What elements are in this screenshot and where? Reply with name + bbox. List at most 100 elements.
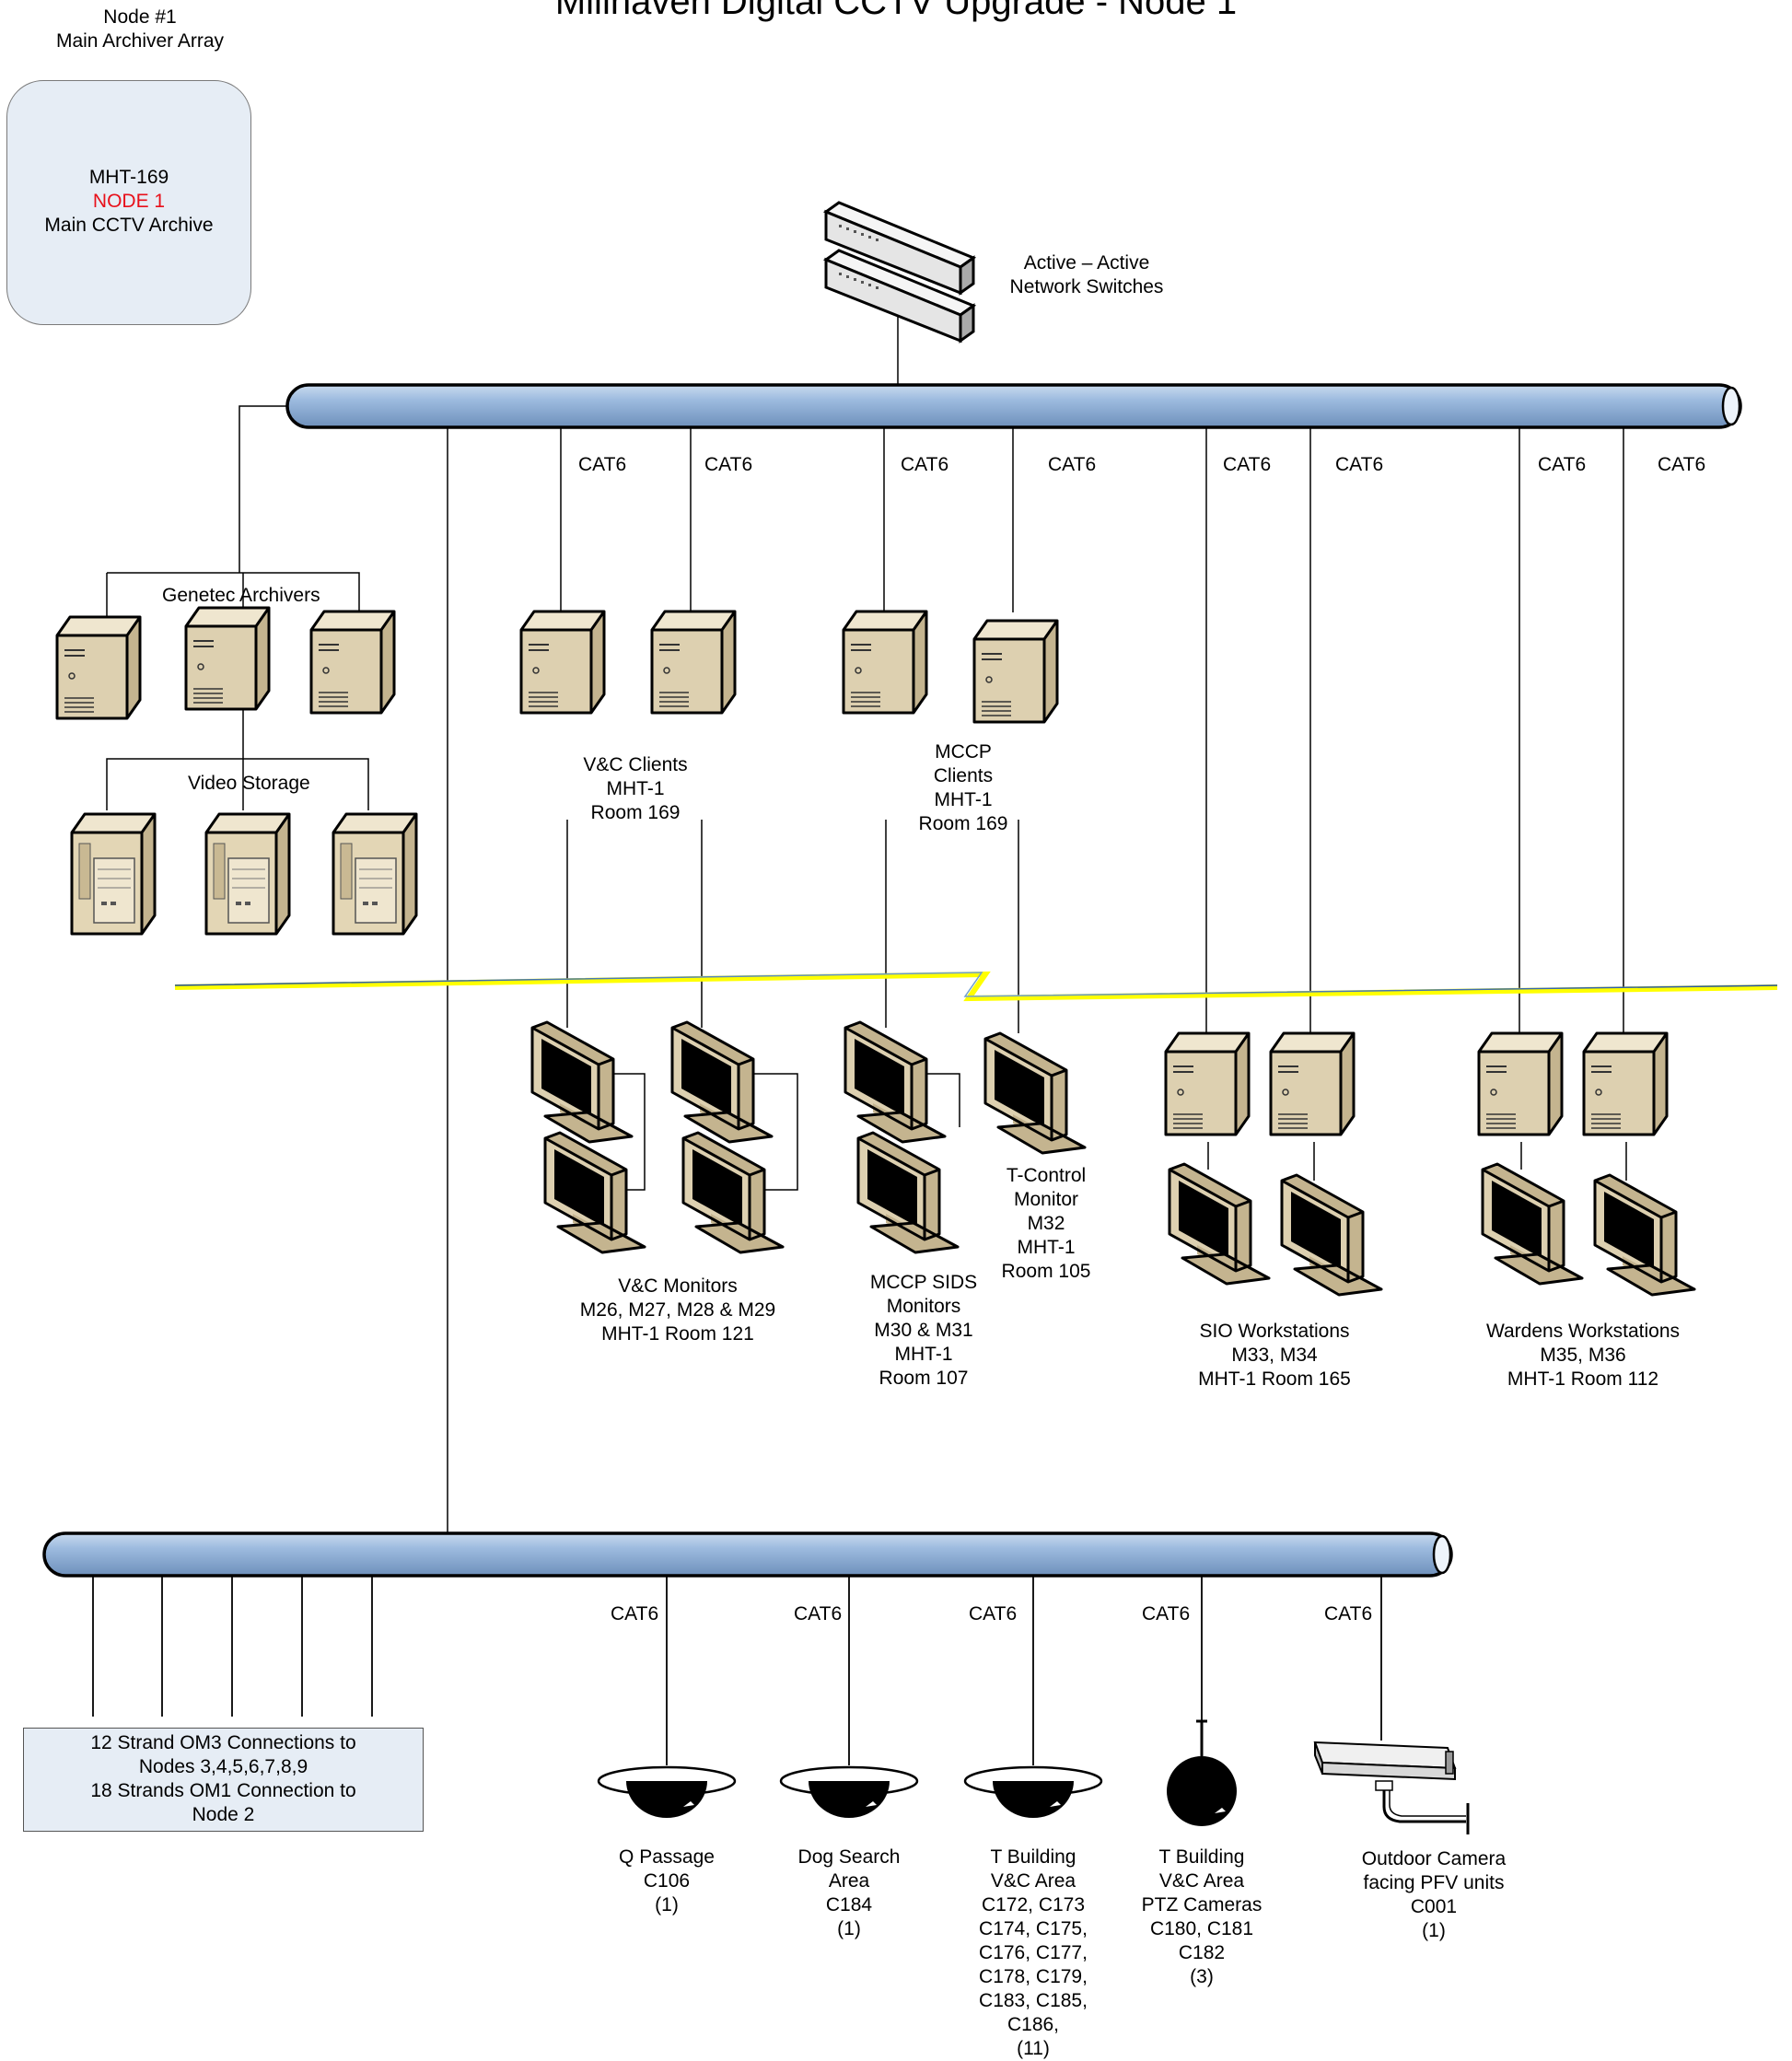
tcontrol-line: MHT-1 [1017, 1237, 1076, 1258]
cat6-label: CAT6 [578, 454, 627, 475]
cat6-connections-top [106, 405, 1627, 1532]
network-switches-icon [822, 201, 977, 344]
mccp-sids-line: M30 & M31 [874, 1320, 973, 1341]
tcontrol-line: Monitor [1013, 1189, 1079, 1210]
camera-label-line: Dog Search [797, 1846, 901, 1868]
dome-camera-icon [597, 1765, 737, 1820]
camera-label-line: C174, C175, [979, 1918, 1088, 1939]
vc-monitors-line: MHT-1 Room 121 [601, 1323, 754, 1345]
sio-monitor-icon [1168, 1162, 1271, 1286]
archivers-label: Genetec Archivers [162, 585, 320, 606]
dome-camera-icon [963, 1765, 1103, 1820]
camera-label-line: T Building [990, 1846, 1076, 1868]
camera-label-line: C184 [825, 1894, 873, 1915]
mccp-sids-monitor-icon [856, 1131, 960, 1254]
tcontrol-monitor-icon [983, 1031, 1087, 1155]
camera-label-line: (11) [1017, 2038, 1050, 2059]
vc-monitors-line: V&C Monitors [618, 1275, 738, 1297]
tcontrol-label: T-Control Monitor M32 MHT-1 Room 105 [982, 1164, 1111, 1284]
wardens-monitor-icon [1481, 1162, 1584, 1286]
sio-line: M33, M34 [1231, 1345, 1318, 1366]
mccp-clients-line: Room 169 [918, 813, 1008, 834]
mccp-sids-line: Monitors [886, 1296, 961, 1317]
vc-monitor-icon [530, 1020, 634, 1144]
cat6-label: CAT6 [704, 454, 753, 475]
fibre-line: 12 Strand OM3 Connections to [90, 1732, 356, 1753]
sio-monitor-icon [1280, 1173, 1383, 1297]
mccp-sids-line: MHT-1 [894, 1344, 953, 1365]
camera-label-line: C176, C177, [979, 1942, 1088, 1963]
camera-label-line: Area [828, 1870, 870, 1892]
dome-camera-icon [779, 1765, 919, 1820]
fibre-line: Node 2 [192, 1804, 255, 1825]
mccp-client-pc-icon [842, 610, 928, 715]
mccp-sids-line: Room 107 [879, 1368, 969, 1389]
vc-clients-line: MHT-1 [606, 778, 665, 799]
cat6-label: CAT6 [1658, 454, 1706, 475]
node-box-line: NODE 1 [92, 191, 166, 212]
vc-monitors-line: M26, M27, M28 & M29 [579, 1299, 776, 1321]
camera-label-line: C180, C181 [1149, 1918, 1254, 1939]
wardens-label: Wardens Workstations M35, M36 MHT-1 Room… [1459, 1320, 1707, 1391]
cat6-label: CAT6 [1335, 454, 1384, 475]
vc-clients-line: V&C Clients [583, 754, 688, 775]
vc-clients-label: V&C Clients MHT-1 Room 169 [543, 753, 727, 825]
camera-label-line: (1) [655, 1894, 679, 1915]
mccp-sids-line: MCCP SIDS [869, 1272, 978, 1293]
vc-monitor-icon [670, 1020, 774, 1144]
wardens-workstation-pc-icon [1582, 1031, 1669, 1136]
top-network-bus [285, 383, 1742, 429]
camera-label-line: C182 [1178, 1942, 1226, 1963]
camera-label-line: C178, C179, [979, 1966, 1088, 1987]
cat6-label: CAT6 [1324, 1603, 1373, 1624]
mccp-clients-line: Clients [933, 765, 994, 786]
wardens-monitor-icon [1593, 1173, 1696, 1297]
ptz-camera-icon [1167, 1719, 1237, 1826]
mccp-client-pc-icon [972, 619, 1059, 724]
wardens-workstation-pc-icon [1477, 1031, 1564, 1136]
camera-label-line: (3) [1190, 1966, 1214, 1987]
camera-label-line: (1) [1422, 1920, 1446, 1941]
sio-label: SIO Workstations M33, M34 MHT-1 Room 165 [1155, 1320, 1394, 1391]
camera-label-line: Outdoor Camera [1361, 1848, 1507, 1869]
camera-label-line: Q Passage [619, 1846, 715, 1868]
genetec-archiver-server-icon [184, 606, 271, 711]
fibre-label: 12 Strand OM3 Connections to Nodes 3,4,5… [23, 1731, 424, 1827]
cat6-connections-lower [92, 1576, 1382, 1765]
camera-label-dog-search: Dog Search Area C184 (1) [775, 1846, 923, 1941]
outdoor-camera-icon [1313, 1741, 1470, 1834]
camera-label-line: C106 [643, 1870, 691, 1892]
cat6-label: CAT6 [901, 454, 949, 475]
mccp-sids-label: MCCP SIDS Monitors M30 & M31 MHT-1 Room … [845, 1271, 1002, 1391]
camera-label-line: V&C Area [990, 1870, 1076, 1892]
camera-label-t-building: T Building V&C Area C172, C173 C174, C17… [960, 1846, 1107, 2061]
camera-label-line: C183, C185, [979, 1990, 1088, 2011]
page-title: Millhaven Digital CCTV Upgrade - Node 1 [554, 0, 1238, 22]
node-header-line: Node #1 [103, 6, 177, 28]
cat6-label: CAT6 [1142, 1603, 1191, 1624]
node-header: Node #1 Main Archiver Array [37, 6, 243, 53]
fibre-connections-box [23, 1728, 424, 1832]
mccp-clients-label: MCCP Clients MHT-1 Room 169 [890, 740, 1037, 836]
switches-label-line: Active – Active [1023, 252, 1150, 274]
camera-label-line: facing PFV units [1363, 1872, 1505, 1893]
switches-label-line: Network Switches [1009, 276, 1164, 297]
cat6-label: CAT6 [969, 1603, 1018, 1624]
wardens-line: M35, M36 [1540, 1345, 1626, 1366]
camera-label-line: C186, [1007, 2014, 1060, 2035]
tcontrol-line: Room 105 [1001, 1261, 1091, 1282]
sio-line: MHT-1 Room 165 [1198, 1368, 1351, 1390]
camera-label-line: (1) [837, 1918, 861, 1939]
mccp-clients-line: MHT-1 [934, 789, 993, 810]
switches-label: Active – Active Network Switches [995, 251, 1179, 299]
vc-client-pc-icon [519, 610, 606, 715]
wardens-line: MHT-1 Room 112 [1507, 1368, 1659, 1390]
camera-label-line: C001 [1410, 1896, 1458, 1917]
mccp-clients-line: MCCP [935, 741, 992, 763]
video-storage-icon [70, 812, 157, 936]
vc-clients-line: Room 169 [590, 802, 681, 823]
cat6-label: CAT6 [1048, 454, 1097, 475]
camera-label-q-passage: Q Passage C106 (1) [593, 1846, 740, 1917]
node-box-label: MHT-169 NODE 1 Main CCTV Archive [6, 166, 251, 238]
camera-label-outdoor: Outdoor Camera facing PFV units C001 (1) [1337, 1847, 1530, 1943]
